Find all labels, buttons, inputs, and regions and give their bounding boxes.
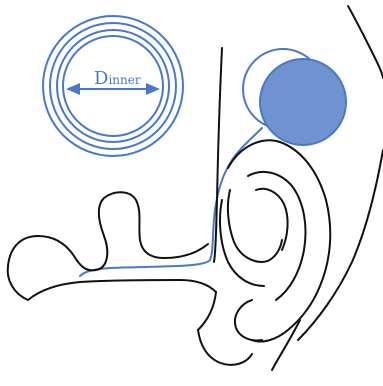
ear-lobe: [235, 300, 262, 341]
dimension-label: Dinner: [94, 68, 141, 89]
eardrum-edge: [8, 266, 28, 300]
helix-rim: [228, 140, 330, 341]
concentric-rings-icon: Dinner: [43, 16, 183, 156]
concha: [228, 190, 282, 262]
neck-line: [298, 150, 383, 340]
tragus: [220, 200, 264, 286]
jaw-line: [272, 320, 300, 370]
arrow-right-icon: [146, 83, 160, 95]
antihelix-inner: [256, 189, 288, 250]
lobe-bottom: [198, 330, 252, 365]
arrow-left-icon: [66, 83, 80, 95]
receiver-filled: [260, 59, 346, 145]
head-back-line: [348, 6, 383, 78]
antihelix: [248, 172, 306, 300]
canal-lower-wall: [28, 280, 216, 300]
ear-canal: [8, 192, 216, 330]
canal-exit: [198, 292, 216, 330]
canal-upper-wall: [8, 192, 208, 270]
